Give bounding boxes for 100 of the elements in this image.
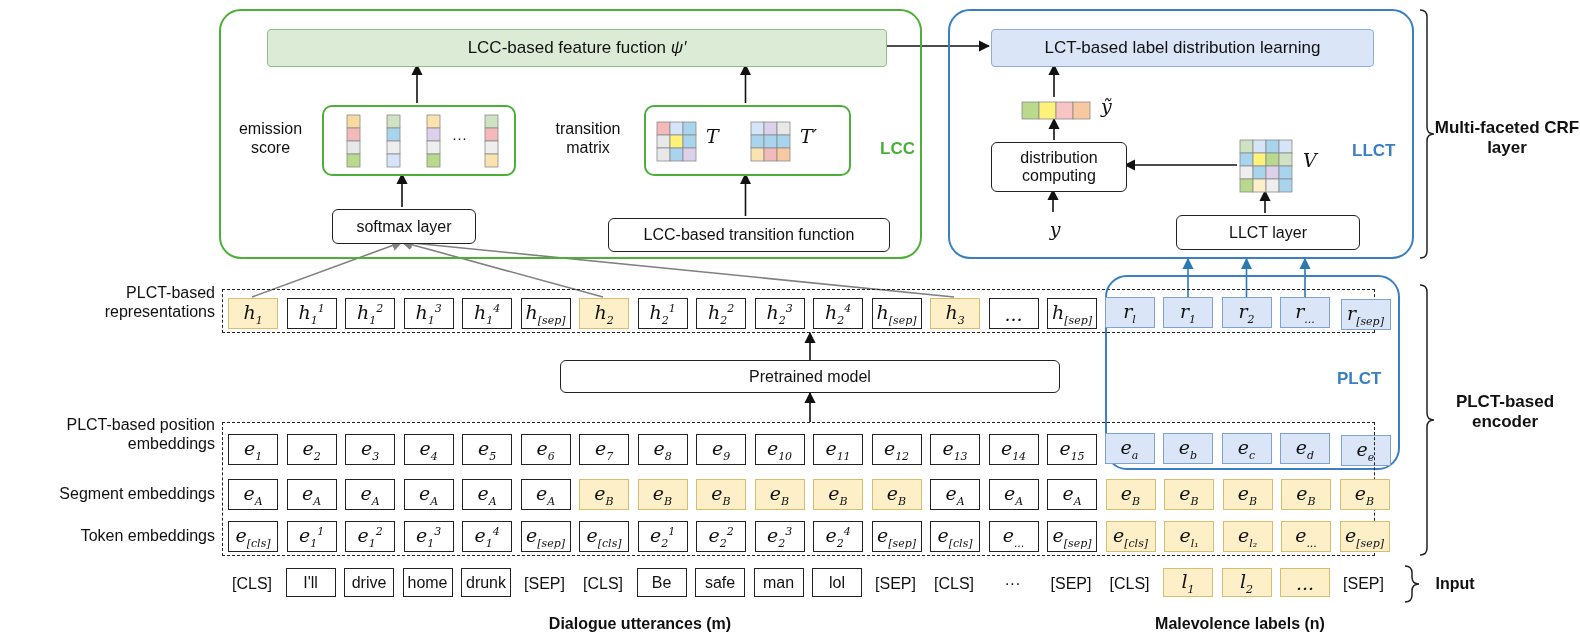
section-label: Malevolence labels (n)	[1154, 614, 1326, 634]
ellipsis: ···	[452, 129, 467, 147]
process-box: distribution computing	[991, 142, 1127, 192]
process-box: softmax layer	[332, 209, 476, 244]
token-box: e$_{1}$	[228, 434, 278, 465]
token-box: e$_{a}$	[1104, 433, 1155, 464]
token-box: r$_{[sep]}$	[1340, 299, 1391, 330]
word-box: Be	[636, 568, 687, 597]
token-box: e$_{B}$	[1339, 479, 1390, 510]
token-box: e$_{11}$	[813, 434, 863, 465]
token-box: e$_{[sep]}$	[1047, 521, 1097, 552]
token-box: r$_{...}$	[1280, 297, 1330, 328]
token-box: e$_{15}$	[1047, 434, 1097, 465]
section-label: PLCT-based encoder	[1454, 392, 1556, 433]
token-box: e$_{A}$	[462, 479, 512, 510]
word-box: home	[402, 568, 453, 597]
arrow	[1240, 257, 1253, 298]
header-box: LCC-based feature fuction ψ′	[267, 29, 887, 67]
row-label: PLCT-based representations	[103, 283, 215, 322]
token-label: [CLS]	[231, 574, 273, 594]
panel-heading: transition matrix	[554, 119, 622, 158]
arrow	[1182, 257, 1194, 298]
token-box: e$_{B}$	[1105, 479, 1156, 510]
token-box: ...	[1280, 568, 1330, 597]
token-box: e$_{A}$	[286, 479, 337, 510]
section-label: Multi-faceted CRF layer	[1433, 118, 1580, 159]
token-box: l$_{2}$	[1221, 568, 1272, 597]
token-box: e$_{l₂}$	[1222, 521, 1273, 552]
word-box: safe	[695, 568, 745, 597]
arrow	[804, 331, 816, 361]
token-label: ···	[1003, 574, 1022, 594]
token-box: e$_{[sep]}$	[1339, 521, 1390, 552]
token-box: e$_{l₁}$	[1164, 521, 1214, 552]
section-label: Input	[1434, 574, 1476, 594]
token-box: e$_{B}$	[1164, 479, 1214, 510]
math-label: y	[1042, 214, 1068, 244]
token-label: [CLS]	[933, 574, 975, 594]
token-box: h$_{[sep]}$	[520, 298, 571, 329]
token-box: h$_{1}$	[228, 298, 278, 329]
token-box: e$_{[cls]}$	[228, 521, 278, 552]
module-label: PLCT	[1337, 369, 1382, 390]
token-box: r$_{2}$	[1221, 297, 1272, 328]
token-label: [SEP]	[523, 574, 566, 594]
token-label: [CLS]	[1108, 574, 1151, 594]
arrow	[1299, 257, 1311, 298]
token-box: e$_{B}$	[637, 479, 688, 510]
token-box: e$_{[cls]}$	[1105, 521, 1156, 552]
token-box: e$_{B}$	[579, 479, 629, 510]
token-box: e$_{9}$	[696, 434, 746, 465]
process-box: LLCT layer	[1176, 215, 1360, 250]
section-label: Dialogue utterances (m)	[547, 614, 733, 634]
token-box: e$_{13}$	[930, 434, 980, 465]
token-box: l$_{1}$	[1163, 568, 1213, 597]
token-box: h$_{[sep]}$	[1047, 298, 1097, 329]
token-box: e$_{12}$	[871, 434, 922, 465]
token-label: [CLS]	[582, 574, 624, 594]
token-box: e$_{A}$	[988, 479, 1039, 510]
token-box: e$_{A}$	[228, 479, 278, 510]
math-label: V	[1303, 149, 1317, 171]
token-label: [SEP]	[1049, 574, 1093, 594]
token-box: e$_{e}$	[1340, 435, 1391, 466]
token-box: e$_{[cls]}$	[579, 521, 629, 552]
token-box: e$_{8}$	[637, 434, 688, 465]
module-frame	[219, 9, 922, 259]
word-box: lol	[812, 568, 862, 597]
token-box: e$_{A}$	[1047, 479, 1097, 510]
token-box: e$_{d}$	[1280, 433, 1330, 464]
token-box: e$_{b}$	[1163, 433, 1213, 464]
token-box: e$_{4}$	[403, 434, 454, 465]
token-box: e$_{[sep]}$	[520, 521, 571, 552]
panel-heading: emission score	[237, 119, 304, 158]
token-box: e$_{[cls]}$	[930, 521, 980, 552]
token-box: e$_{B}$	[1281, 479, 1331, 510]
token-box: e$_{[sep]}$	[871, 521, 922, 552]
token-label: [SEP]	[874, 574, 917, 594]
arrow	[804, 391, 816, 423]
word-box: drive	[344, 568, 394, 597]
token-box: e$_{B}$	[1222, 479, 1273, 510]
token-label: [SEP]	[1342, 574, 1385, 594]
token-box: e$_{c}$	[1221, 433, 1272, 464]
token-box: e$_{6}$	[520, 434, 571, 465]
token-box: e$_{3}$	[345, 434, 395, 465]
token-box: e$_{2}$	[286, 434, 337, 465]
math-label: T	[706, 125, 719, 147]
token-box: e$_{5}$	[462, 434, 512, 465]
token-box: e$_{A}$	[930, 479, 980, 510]
math-label: T′	[800, 125, 817, 147]
module-frame	[948, 9, 1414, 259]
row-label: Segment embeddings	[58, 484, 215, 504]
process-box: Pretrained model	[560, 360, 1060, 393]
token-box: e$_{B}$	[871, 479, 922, 510]
token-box: r$_{l}$	[1104, 297, 1155, 328]
token-box: e$_{A}$	[345, 479, 395, 510]
token-box: h$_{3}$	[930, 298, 980, 329]
token-box: e$_{...}$	[988, 521, 1039, 552]
math-label: ỹ	[1101, 95, 1112, 117]
token-box: r$_{1}$	[1163, 297, 1213, 328]
token-box: e$_{A}$	[403, 479, 454, 510]
token-box: e$_{B}$	[696, 479, 746, 510]
row-label: Token embeddings	[79, 526, 215, 546]
